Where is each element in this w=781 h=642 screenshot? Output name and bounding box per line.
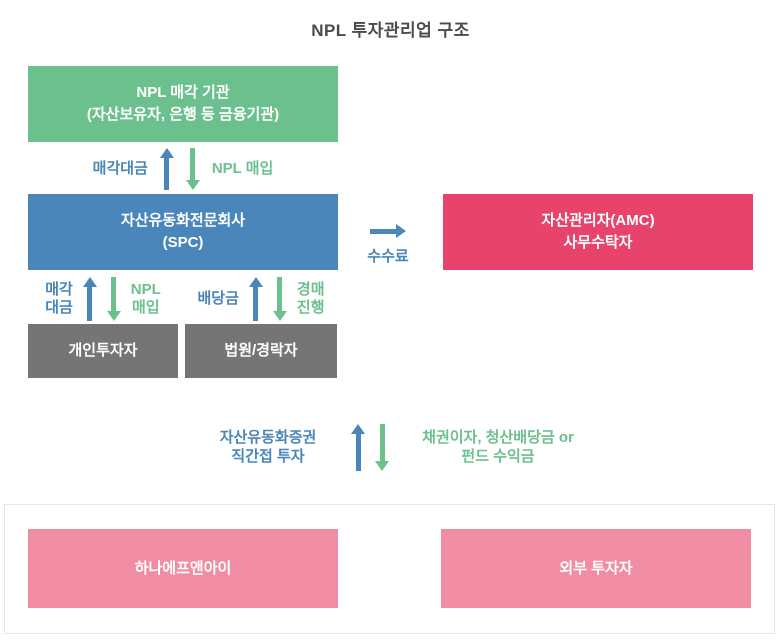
fee-flow: 수수료 (356, 224, 420, 266)
arrow-head (375, 461, 389, 471)
label-line: 대금 (45, 299, 73, 316)
fee-label: 수수료 (367, 248, 409, 265)
sale-proceeds-label: 매각대금 (92, 159, 148, 177)
arrow-shaft (253, 287, 259, 321)
arrow-head (248, 277, 263, 287)
arrow-shaft (190, 148, 196, 180)
external-investor-box: 외부 투자자 (441, 529, 751, 608)
arrow-shaft (111, 277, 117, 311)
individual-investor-label: 개인투자자 (68, 342, 138, 360)
arrow-head (159, 148, 174, 158)
arrow-up-icon (248, 277, 263, 321)
arrow-down-icon (375, 424, 389, 471)
investors-panel: 하나에프앤아이 외부 투자자 (4, 504, 775, 634)
arrow-up-icon (351, 424, 365, 471)
dividend-label: 배당금 (197, 289, 239, 307)
arrow-up-icon (82, 277, 97, 321)
auction-label: 경매 진행 (297, 281, 325, 318)
arrow-head (185, 180, 200, 190)
spc-box: 자산유동화전문회사 (SPC) (28, 194, 338, 270)
flow-spc-individual: 매각 대금 NPL 매입 (28, 276, 178, 322)
spc-line1: 자산유동화전문회사 (120, 212, 246, 230)
arrow-shaft (164, 158, 170, 190)
arrow-shaft (355, 434, 361, 471)
spc-line2: (SPC) (162, 234, 204, 251)
flow-seller-spc: 매각대금 NPL 매입 (28, 147, 338, 191)
npl-purchase-label: NPL 매입 (131, 281, 161, 318)
flow-spc-court: 배당금 경매 진행 (185, 276, 337, 322)
external-investor-label: 외부 투자자 (559, 559, 633, 577)
flow-investment (350, 424, 390, 471)
label-line: 매입 (131, 299, 160, 316)
arrow-shaft (277, 277, 283, 311)
sale-proceeds-label: 매각 대금 (45, 281, 73, 318)
arrow-head (106, 311, 121, 321)
arrow-shaft (87, 287, 93, 321)
label-line: 자산유동화증권 (219, 429, 317, 446)
hana-fni-box: 하나에프앤아이 (28, 529, 338, 608)
label-line: 펀드 수익금 (461, 447, 535, 465)
arrow-head (351, 424, 365, 434)
arrow-down-icon (185, 148, 200, 190)
npl-seller-box: NPL 매각 기관 (자산보유자, 은행 등 금융기관) (28, 66, 338, 142)
arrow-head (82, 277, 97, 287)
npl-purchase-label: NPL 매입 (211, 159, 274, 177)
arrow-shaft (370, 228, 396, 234)
court-box: 법원/경락자 (185, 324, 337, 378)
amc-line2: 사무수탁자 (563, 234, 633, 251)
npl-seller-line2: (자산보유자, 은행 등 금융기관) (86, 106, 280, 123)
label-line: 채권이자, 청산배당금 or (422, 429, 574, 446)
individual-investor-box: 개인투자자 (28, 324, 178, 378)
returns-label: 채권이자, 청산배당금 or 펀드 수익금 (403, 429, 593, 467)
arrow-down-icon (106, 277, 121, 321)
arrow-shaft (379, 424, 385, 461)
hana-fni-label: 하나에프앤아이 (134, 559, 232, 577)
arrow-head (396, 224, 406, 238)
amc-line1: 자산관리자(AMC) (541, 212, 655, 230)
page-title: NPL 투자관리업 구조 (311, 21, 470, 40)
label-line: NPL (130, 280, 161, 298)
court-label: 법원/경락자 (224, 342, 298, 360)
label-line: 직간접 투자 (231, 447, 305, 465)
label-line: 경매 (296, 280, 325, 298)
securities-investment-label: 자산유동화증권 직간접 투자 (193, 429, 343, 467)
label-line: 진행 (296, 299, 325, 316)
arrow-down-icon (272, 277, 287, 321)
arrow-head (272, 311, 287, 321)
npl-seller-line1: NPL 매각 기관 (136, 84, 230, 102)
arrow-right-icon (370, 224, 406, 238)
label-line: 매각 (45, 280, 73, 298)
arrow-up-icon (159, 148, 174, 190)
amc-box: 자산관리자(AMC) 사무수탁자 (443, 194, 753, 270)
